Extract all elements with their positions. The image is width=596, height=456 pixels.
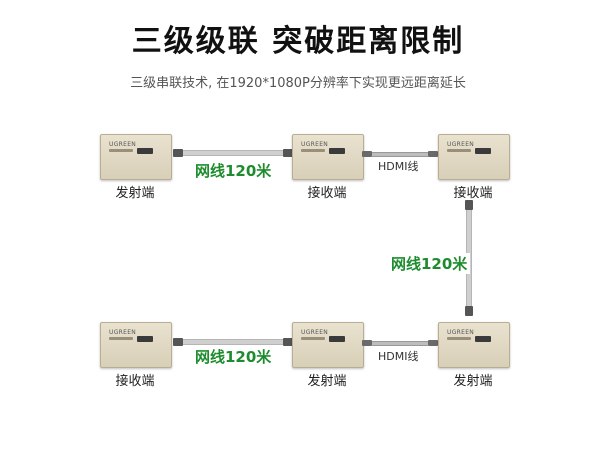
transmitter-device-3: UGREEN — [438, 322, 510, 368]
device-label-row2-1: 接收端 — [115, 374, 155, 389]
device-label-row1-1: 发射端 — [115, 186, 155, 201]
hdmi-cable-label-row2: HDMI线 — [376, 348, 421, 364]
device-label-row1-2: 接收端 — [307, 186, 347, 201]
device-port — [329, 336, 345, 342]
network-cable-label-row1: 网线120米 — [192, 160, 275, 181]
hdmi-plug-icon — [362, 340, 372, 346]
transmitter-device-2: UGREEN — [292, 322, 364, 368]
hdmi-plug-icon — [428, 151, 438, 157]
receiver-device-1: UGREEN — [292, 134, 364, 180]
device-label-row2-2: 发射端 — [307, 374, 347, 389]
hdmi-plug-icon — [428, 340, 438, 346]
hdmi-plug-icon — [362, 151, 372, 157]
device-brand: UGREEN — [109, 141, 137, 148]
device-port — [329, 148, 345, 154]
device-label-row1-3: 接收端 — [453, 186, 493, 201]
device-brand: UGREEN — [109, 329, 137, 336]
hdmi-cable-row1 — [372, 152, 428, 157]
device-port — [137, 148, 153, 154]
rj45-plug-icon — [173, 149, 183, 157]
network-cable-label-row2: 网线120米 — [192, 346, 275, 367]
device-brand: UGREEN — [447, 141, 475, 148]
hdmi-cable-label-row1: HDMI线 — [376, 158, 421, 174]
device-brand: UGREEN — [301, 141, 329, 148]
device-port — [475, 336, 491, 342]
device-decor — [447, 337, 471, 340]
device-brand: UGREEN — [301, 329, 329, 336]
page-title: 三级级联 突破距离限制 — [131, 24, 465, 59]
receiver-device-3: UGREEN — [100, 322, 172, 368]
device-decor — [109, 337, 133, 340]
rj45-plug-icon — [283, 149, 293, 157]
network-cable-row2 — [183, 339, 283, 345]
receiver-device-2: UGREEN — [438, 134, 510, 180]
network-cable-label-vertical: 网线120米 — [388, 253, 471, 274]
device-decor — [109, 149, 133, 152]
device-decor — [447, 149, 471, 152]
rj45-plug-icon — [465, 306, 473, 316]
rj45-plug-icon — [465, 200, 473, 210]
device-label-row2-3: 发射端 — [453, 374, 493, 389]
page-subtitle: 三级串联技术, 在1920*1080P分辨率下实现更远距离延长 — [130, 76, 466, 91]
rj45-plug-icon — [173, 338, 183, 346]
device-decor — [301, 337, 325, 340]
device-port — [475, 148, 491, 154]
transmitter-device-1: UGREEN — [100, 134, 172, 180]
network-cable-row1 — [183, 150, 283, 156]
rj45-plug-icon — [283, 338, 293, 346]
device-port — [137, 336, 153, 342]
hdmi-cable-row2 — [372, 341, 428, 346]
device-brand: UGREEN — [447, 329, 475, 336]
device-decor — [301, 149, 325, 152]
